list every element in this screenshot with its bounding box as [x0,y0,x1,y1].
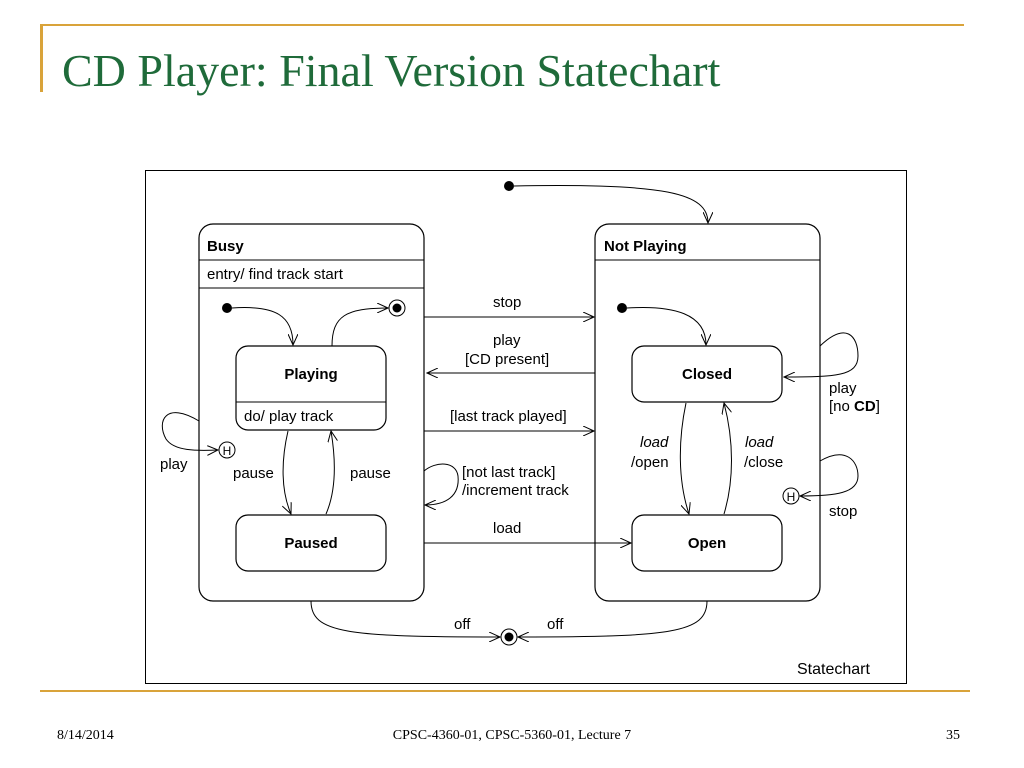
pause-down-arrow [283,430,291,514]
busy-initial-arrow [231,307,293,345]
play-cd-present-label-2: [CD present] [465,351,549,368]
busy-entry-action: entry/ find track start [207,266,344,283]
play-no-cd-loop-arrow [784,332,859,377]
footer-divider [40,690,970,692]
off-right-label: off [547,616,564,633]
top-initial-dot [504,181,514,191]
busy-initial-dot [222,303,232,313]
pause-down-label: pause [233,465,274,482]
not-playing-history-label: H [787,490,796,504]
play-no-cd-label-2: [no CD] [829,398,880,415]
load-transition-label: load [493,520,521,537]
busy-state-name: Busy [207,238,244,255]
title-accent-vertical [40,24,43,92]
load-open-arrow [679,402,689,514]
load-open-event: load [640,434,669,451]
footer-page-number: 35 [946,728,960,743]
footer-course: CPSC-4360-01, CPSC-5360-01, Lecture 7 [392,728,632,743]
stop-self-loop-label: stop [829,503,857,520]
top-initial-arrow [513,184,708,223]
statechart-diagram: Busy entry/ find track start Playing do/… [145,170,907,684]
not-playing-initial-arrow [626,306,706,345]
off-left-label: off [454,616,471,633]
not-playing-state-name: Not Playing [604,238,687,255]
load-close-action: /close [744,454,783,471]
not-last-track-label-1: [not last track] [462,464,555,481]
open-state-box [631,514,783,572]
footer-date: 8/14/2014 [57,728,114,743]
not-last-track-loop-arrow [423,463,459,505]
paused-state-box [235,514,387,572]
statechart-svg: Busy entry/ find track start Playing do/… [160,181,880,678]
playing-state-name: Playing [284,366,337,383]
paused-state-name: Paused [284,535,337,552]
play-self-loop-arrow [161,412,218,451]
play-no-cd-label-1: play [829,380,857,397]
closed-state-name: Closed [682,366,732,383]
open-state-name: Open [688,535,726,552]
busy-history-label: H [223,444,232,458]
playing-activity: do/ play track [244,408,334,425]
load-close-event: load [745,434,774,451]
slide-title: CD Player: Final Version Statechart [62,45,721,96]
pause-up-label: pause [350,465,391,482]
playing-state-box [235,345,387,431]
diagram-caption: Statechart [797,661,870,678]
top-final-dot [504,632,514,642]
play-cd-present-label-1: play [493,332,521,349]
not-playing-initial-dot [617,303,627,313]
play-self-loop-label: play [160,456,188,473]
load-close-arrow [724,403,732,515]
pause-up-arrow [325,431,334,515]
not-last-track-label-2: /increment track [462,482,569,499]
last-track-played-label: [last track played] [450,408,567,425]
playing-to-final-arrow [331,308,388,347]
title-accent-horizontal [40,24,964,26]
stop-self-loop-arrow [800,454,859,496]
busy-final-dot [392,303,402,313]
load-open-action: /open [631,454,669,471]
off-right-arrow [518,600,708,637]
stop-transition-label: stop [493,294,521,311]
off-left-arrow [310,600,500,637]
